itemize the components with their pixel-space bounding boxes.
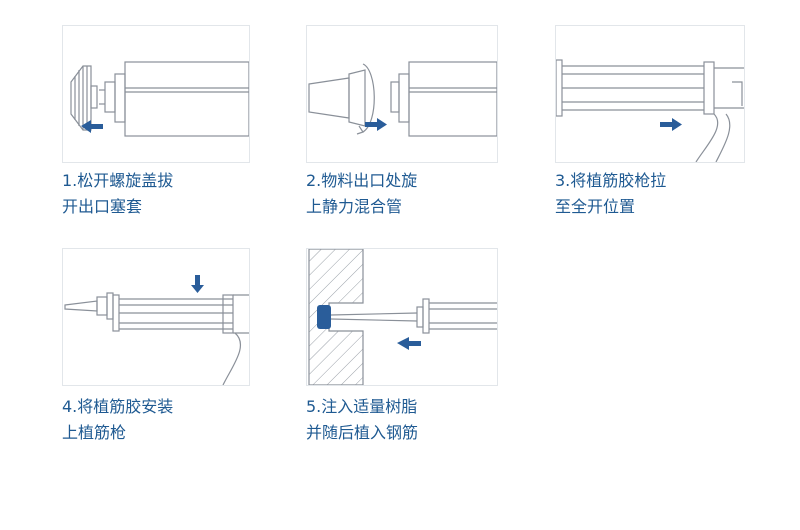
- cap-removal-illustration: [70, 61, 249, 137]
- cartridge-load-illustration: [64, 275, 249, 385]
- resin-inject-illustration: [308, 249, 497, 385]
- gun-open-illustration: [556, 59, 744, 162]
- step-2-panel: [306, 25, 498, 163]
- step-3-title: 3.将植筋胶枪拉: [555, 171, 667, 190]
- step-2-subtitle: 上静力混合管: [306, 197, 403, 216]
- step-1-title: 1.松开螺旋盖拔: [62, 171, 174, 190]
- step-1-subtitle: 开出口塞套: [62, 197, 143, 216]
- step-2-caption: 2.物料出口处旋 上静力混合管: [306, 168, 417, 220]
- step-1-panel: [62, 25, 250, 163]
- step-5-caption: 5.注入适量树脂 并随后植入钢筋: [306, 394, 418, 446]
- step-3-subtitle: 至全开位置: [555, 197, 636, 216]
- mixer-attach-illustration: [308, 61, 497, 137]
- step-4-title: 4.将植筋胶安装: [62, 397, 174, 416]
- step-4-subtitle: 上植筋枪: [62, 423, 127, 442]
- step-3-caption: 3.将植筋胶枪拉 至全开位置: [555, 168, 666, 220]
- step-1-caption: 1.松开螺旋盖拔 开出口塞套: [62, 168, 173, 220]
- step-5-subtitle: 并随后植入钢筋: [306, 423, 419, 442]
- step-5-panel: [306, 248, 498, 386]
- step-2-title: 2.物料出口处旋: [306, 171, 418, 190]
- step-3-panel: [555, 25, 745, 163]
- step-4-panel: [62, 248, 250, 386]
- step-5-title: 5.注入适量树脂: [306, 397, 418, 416]
- step-4-caption: 4.将植筋胶安装 上植筋枪: [62, 394, 173, 446]
